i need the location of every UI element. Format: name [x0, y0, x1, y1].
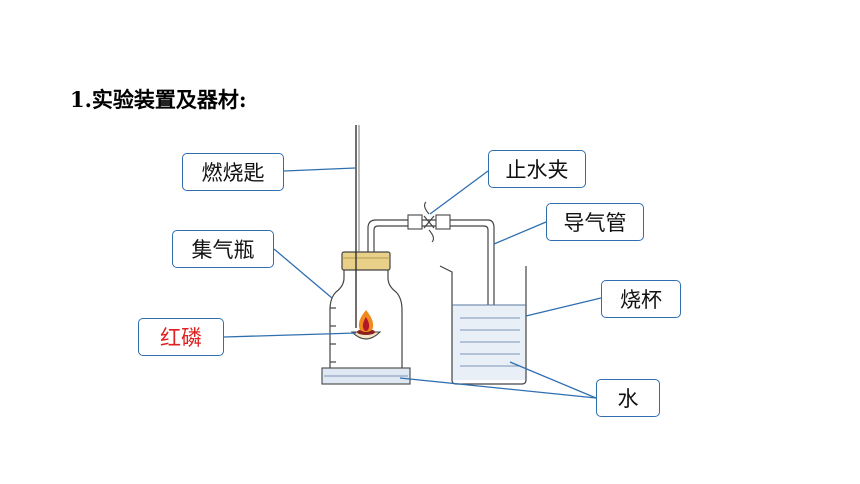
rubber-stopper — [341, 251, 391, 271]
water-stop-clamp — [407, 201, 451, 243]
phosphorus-flame — [357, 310, 375, 335]
label-water-stop-clamp: 止水夹 — [488, 150, 586, 188]
beaker — [439, 265, 527, 385]
label-delivery-tube: 导气管 — [546, 203, 644, 241]
label-water: 水 — [596, 379, 660, 417]
glass-plate — [321, 367, 411, 385]
label-gas-bottle: 集气瓶 — [172, 230, 274, 268]
label-red-phosphorus: 红磷 — [138, 318, 224, 356]
leader-lines — [223, 167, 602, 399]
label-combustion-spoon: 燃烧匙 — [182, 153, 284, 191]
section-heading: 1.实验装置及器材: — [70, 87, 247, 112]
label-beaker: 烧杯 — [601, 280, 681, 318]
